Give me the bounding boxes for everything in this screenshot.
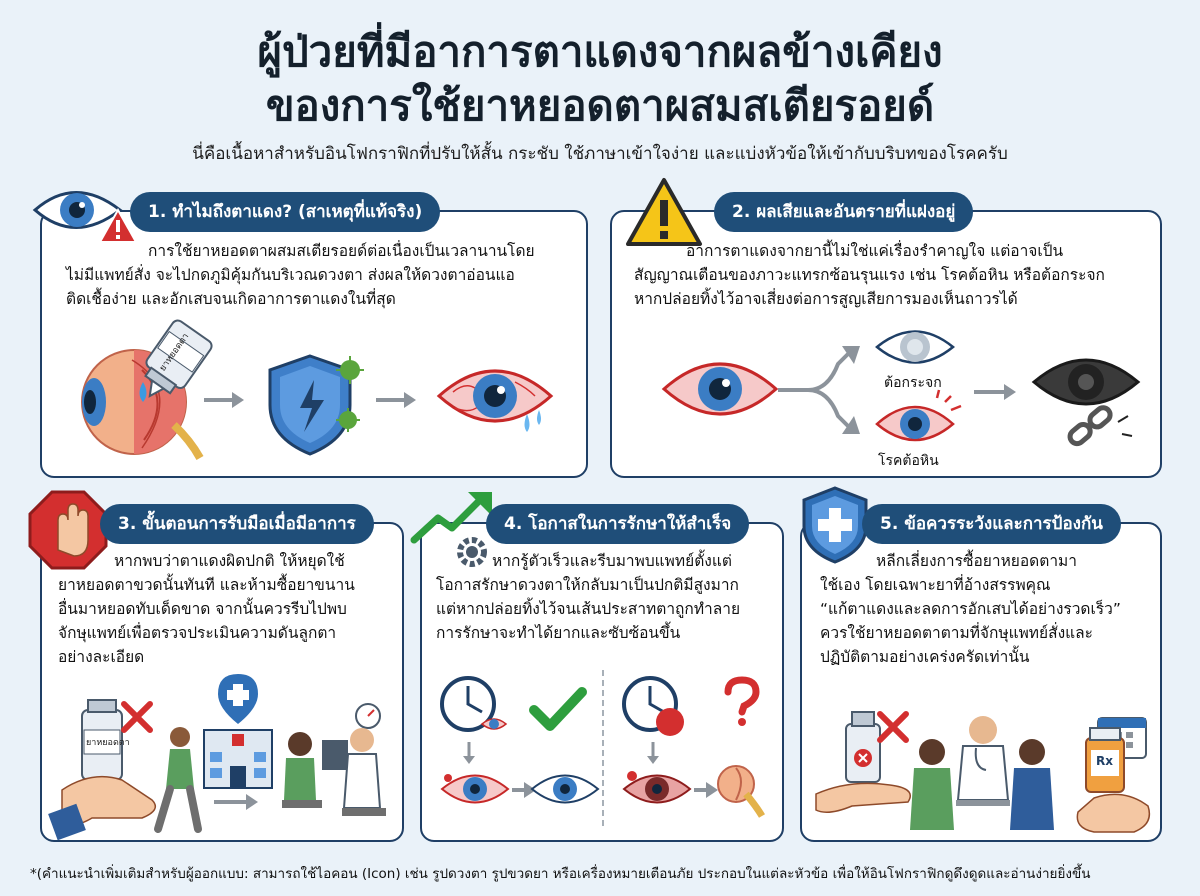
growth-arrow-icon [410, 492, 492, 544]
hand-bottle-icon [48, 699, 157, 841]
rx-label: Rx [1096, 754, 1113, 768]
eye-warning-icon [32, 191, 138, 243]
hand-bottle-no-icon [815, 711, 911, 813]
down-arrow-late [647, 742, 659, 764]
footnote: *(คำแนะนำเพิ่มเติมสำหรับผู้ออกแบบ: สามาร… [30, 866, 1091, 882]
section-3-line-3: อื่นมาหยอดทับเด็ดขาด จากนั้นควรรีบไปพบ [58, 600, 347, 618]
doctor-consult-icon [910, 716, 1054, 830]
section-4-line-4: การรักษาจะทำได้ยากและซับซ้อนขึ้น [436, 624, 681, 642]
warning-triangle-icon [626, 178, 702, 246]
red-eye-icon [436, 369, 554, 432]
section-1-heading: 1. ทำไมถึงตาแดง? (สาเหตุที่แท้จริง) [130, 192, 441, 232]
label-cataract: ต้อกระจก [884, 375, 942, 391]
gear-icon [457, 537, 487, 567]
section-1-line-3: ติดเชื้อง่าย และอักเสบจนเกิดอาการตาแดงใน… [66, 290, 396, 308]
shield-virus-icon [268, 354, 364, 456]
cataract-eye-icon [875, 330, 955, 364]
section-5-line-5: ปฏิบัติตามอย่างเคร่งครัดเท่านั้น [820, 648, 1030, 666]
section-2-line-1: อาการตาแดงจากยานี้ไม่ใช่แค่เรื่องรำคาญใจ… [686, 242, 1064, 260]
section-1-line-2: ไม่มีแพทย์สั่ง จะไปกดภูมิคุ้มกันบริเวณดว… [66, 266, 515, 284]
section-4-divider [602, 670, 604, 826]
arrow-4b [694, 782, 718, 798]
page-title-line2: ของการใช้ยาหยอดตาผสมสเตียรอยด์ [265, 81, 935, 130]
section-2-line-2: สัญญาณเตือนของภาวะแทรกซ้อนรุนแรง เช่น โร… [634, 266, 1105, 284]
drop-icon [139, 382, 147, 402]
check-icon [529, 687, 587, 731]
section-4-line-2: โอกาสรักษาดวงตาให้กลับมาเป็นปกติมีสูงมาก [436, 576, 739, 594]
section-4-line-3: แต่หากปล่อยทิ้งไว้จนเส้นประสาทตาถูกทำลาย [436, 600, 741, 618]
red-eye-small-icon [440, 774, 510, 804]
section-2-heading: 2. ผลเสียและอันตรายที่แฝงอยู่ [714, 192, 974, 232]
shield-cross-icon [802, 486, 868, 564]
branch-arrows [778, 346, 860, 434]
rx-bottle-hand-icon [1076, 727, 1151, 833]
optic-nerve-icon [717, 765, 766, 818]
down-arrow-early [463, 742, 475, 764]
clock-icon-early [440, 676, 508, 732]
section-1-line-1: การใช้ยาหยอดตาผสมสเตียรอยด์ต่อเนื่องเป็น… [148, 242, 535, 260]
hospital-icon [203, 674, 273, 789]
section-3-heading: 3. ขั้นตอนการรับมือเมื่อมีอาการ [100, 504, 374, 544]
clock-icon-late [622, 676, 684, 736]
section-5-heading: 5. ข้อควรระวังและการป้องกัน [862, 504, 1121, 544]
question-icon [724, 676, 760, 726]
eye-drop-bottle-icon [144, 319, 213, 398]
arrow-1a [204, 392, 244, 408]
section-3-line-5: อย่างละเอียด [58, 648, 145, 666]
section-4-heading: 4. โอกาสในการรักษาให้สำเร็จ [486, 504, 750, 544]
section-3-line-1: หากพบว่าตาแดงผิดปกติ ให้หยุดใช้ [114, 552, 345, 570]
stop-hand-icon [28, 490, 108, 570]
bottle-label-3: ยาหยอดตา [86, 738, 130, 748]
page-title-line1: ผู้ป่วยที่มีอาการตาแดงจากผลข้างเคียง [257, 27, 943, 76]
page-subtitle: นี่คือเนื้อหาสำหรับอินโฟกราฟิกที่ปรับให้… [192, 144, 1008, 164]
x-mark-icon-5 [877, 711, 909, 743]
dark-eye-broken-chain-icon [1031, 358, 1141, 447]
section-5-line-3: “แก้ตาแดงและลดการอักเสบได้อย่างรวดเร็ว” [820, 600, 1121, 618]
glaucoma-eye-icon [875, 389, 962, 442]
section-3-line-2: ยาหยอดตาขวดนั้นทันที และห้ามซื้อยาขนาน [58, 576, 355, 594]
red-eye-icon-2 [661, 362, 779, 416]
walking-person-icon [154, 727, 202, 833]
healthy-eye-icon [530, 774, 600, 804]
section-2-line-3: หากปล่อยทิ้งไว้อาจเสี่ยงต่อการสูญเสียการ… [634, 290, 1018, 308]
section-5-line-1: หลีกเลี่ยงการซื้อยาหยอดตามา [876, 552, 1077, 570]
x-mark-icon [121, 701, 153, 733]
section-5-line-4: ควรใช้ยาหยอดตาตามที่จักษุแพทย์สั่งและ [820, 624, 1093, 642]
section-3-line-4: จักษุแพทย์เพื่อตรวจประเมินความดันลูกตา [58, 624, 337, 642]
label-glaucoma: โรคต้อหิน [878, 453, 939, 469]
section-4-line-1: หากรู้ตัวเร็วและรีบมาพบแพทย์ตั้งแต่ [492, 552, 732, 570]
arrow-4a [512, 782, 536, 798]
arrow-2 [974, 384, 1016, 400]
doctor-exam-icon [282, 703, 386, 816]
arrow-1b [376, 392, 416, 408]
section-5-line-2: ใช้เอง โดยเฉพาะยาที่อ้างสรรพคุณ [820, 576, 1051, 594]
arrow-3 [214, 794, 258, 810]
damaged-eye-icon [622, 771, 692, 804]
